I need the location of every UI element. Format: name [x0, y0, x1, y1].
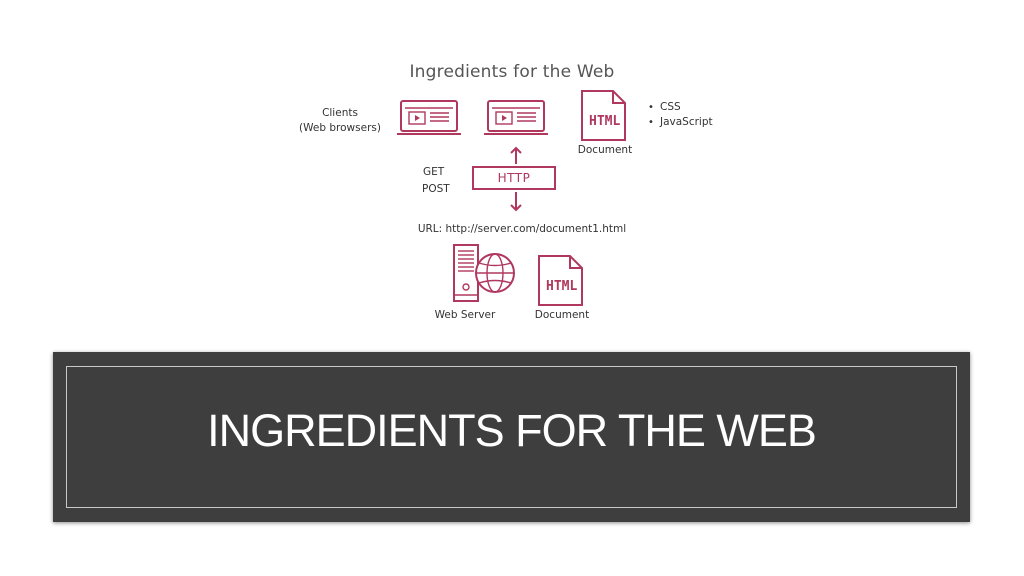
html-badge: HTML: [545, 279, 579, 294]
diagram-title: Ingredients for the Web: [409, 62, 615, 82]
url-label: URL: http://server.com/document1.html: [417, 223, 627, 235]
clients-label-line2: (Web browsers): [299, 122, 381, 134]
web-server-icon: [453, 244, 515, 302]
laptop-icon: [397, 100, 461, 135]
http-arrows-icon: [510, 146, 522, 212]
bottom-document-label: Document: [534, 309, 590, 321]
banner-frame: INGREDIENTS FOR THE WEB: [66, 366, 957, 508]
laptop-icon: [484, 100, 548, 135]
html-badge: HTML: [588, 114, 622, 129]
method-post: POST: [422, 183, 450, 195]
html-document-icon: HTML: [536, 254, 590, 308]
clients-label: Clients (Web browsers): [290, 106, 390, 136]
bullet-text: CSS: [660, 101, 681, 113]
http-box: HTTP: [472, 166, 556, 190]
bullet-item: •CSS: [648, 101, 681, 113]
title-banner: INGREDIENTS FOR THE WEB: [53, 352, 970, 522]
method-get: GET: [423, 166, 445, 178]
bullet-text: JavaScript: [660, 116, 713, 128]
top-document-label: Document: [577, 144, 633, 156]
tech-bullet-list: •CSS •JavaScript: [648, 100, 713, 130]
web-server-label: Web Server: [434, 309, 496, 321]
bullet-item: •JavaScript: [648, 116, 713, 128]
clients-label-line1: Clients: [322, 107, 358, 119]
banner-title: INGREDIENTS FOR THE WEB: [207, 405, 817, 456]
html-document-icon: HTML: [579, 89, 633, 143]
